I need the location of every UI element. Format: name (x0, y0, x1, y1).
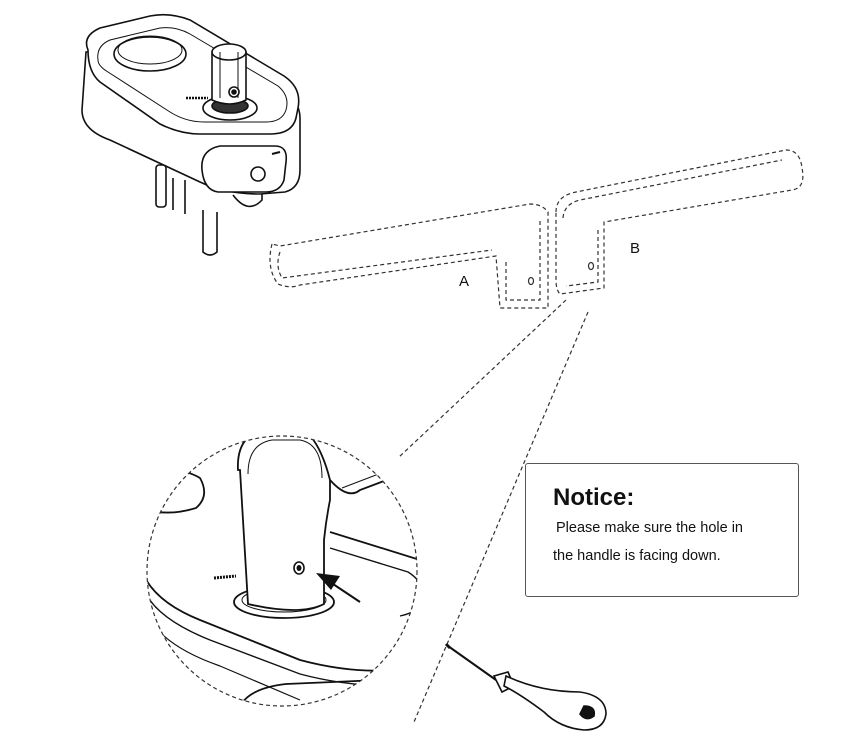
front-hole (250, 166, 266, 182)
handle-b-screw-hole (587, 261, 595, 271)
magnified-detail (146, 435, 418, 707)
magnifier-circle (146, 435, 418, 707)
screwdriver-icon (444, 642, 607, 731)
label-a: A (459, 273, 469, 290)
notice-text-line-2: the handle is facing down. (553, 548, 721, 564)
lock-body-illustration (81, 13, 301, 256)
top-round-button (113, 36, 187, 72)
detail-handle-neck (237, 436, 331, 611)
label-b: B (630, 240, 640, 257)
notice-box: Notice: Please make sure the hole in the… (525, 463, 799, 597)
handle-a-outline (269, 203, 549, 309)
pointing-arrow (316, 573, 361, 603)
notice-title: Notice: (553, 484, 635, 511)
front-panel (201, 145, 288, 193)
handle-b-outline (555, 149, 804, 295)
notice-text-line-1: Please make sure the hole in (556, 520, 743, 536)
zoom-connector-lines (397, 299, 589, 723)
plug-pins (155, 164, 263, 256)
detail-handle-arm (297, 436, 417, 495)
handle-a-screw-hole (527, 276, 535, 286)
